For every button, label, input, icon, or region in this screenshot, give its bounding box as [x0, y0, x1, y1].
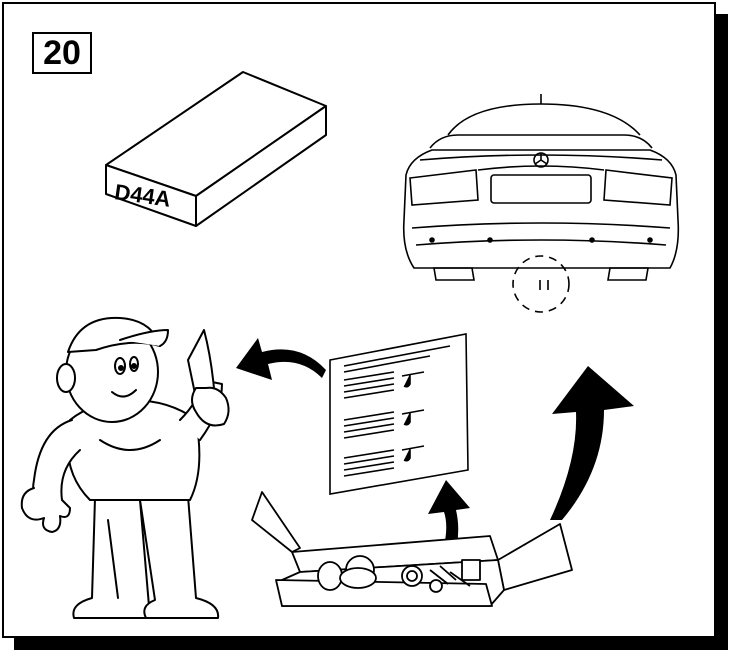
instruction-sheet-icon [330, 334, 468, 494]
step-number-badge: 20 [32, 32, 92, 74]
